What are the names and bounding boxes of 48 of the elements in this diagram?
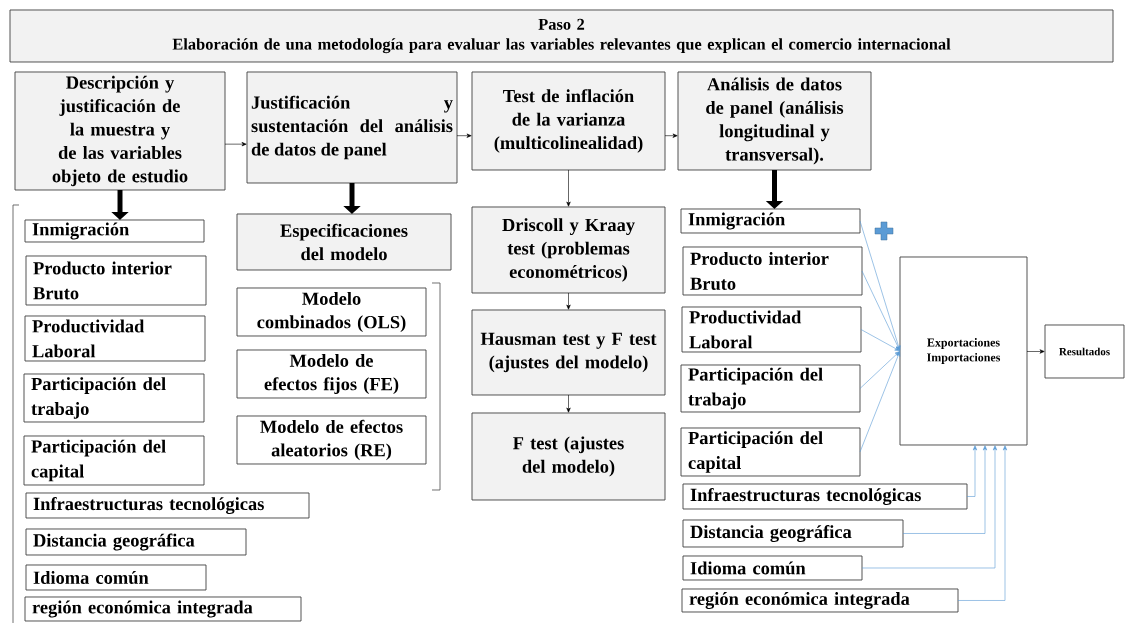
variable-box: Inmigración [24,219,205,243]
variable-box: Productividad Laboral [681,306,862,353]
process-box: Test de inflación de la varianza (multicolinealidad) [471,71,666,171]
model-box: Modelo combinados (OLS) [236,287,427,337]
variable-box: Infraestructuras tecnológicas [682,483,968,510]
process-box: Driscoll y Kraay test (problemas econométricos) [471,206,666,294]
variable-box: región económica integrada [24,596,302,622]
arrow [902,445,988,534]
variable-box: Idioma común [25,564,207,591]
process-box: F test (ajustes del modelo) [471,412,666,501]
arrow [224,142,247,147]
variable-box: Producto interior Bruto [682,246,863,296]
variable-box: Participación del trabajo [680,364,861,413]
model-box: Modelo de efectos aleatorios (RE) [236,415,427,465]
variable-box: Distancia geográfica [682,519,904,548]
arrow [566,394,571,413]
arrow [861,270,900,351]
arrow [456,133,472,138]
arrow [861,445,998,569]
variable-box: región económica integrada [681,588,959,613]
variable-box: Infraestructuras tecnológicas [25,492,310,519]
title-band: Paso 2 Elaboración de una metodología para evaluar las variables relevantes que explican el comercio internacional [9,9,1114,63]
variable-box: Distancia geográfica [25,528,247,556]
process-box: Descripción y justificación de la muestra y de las variables objeto de estudio [14,71,226,191]
result-box: Resultados [1044,324,1125,379]
variable-box: Idioma común [682,555,863,581]
variable-box: Participación del capital [23,435,205,486]
variable-box: Productividad Laboral [24,315,206,362]
variable-box: Participación del trabajo [23,373,205,423]
arrow [957,445,1008,601]
arrow [1026,349,1045,354]
variable-box: Producto interior Bruto [25,255,207,306]
process-box: Justificación y sustentación del análisis de datos de panel [246,71,458,184]
process-box: Hausman test y F test (ajustes del modelo) [471,309,666,396]
arrow [859,351,900,389]
arrow [664,133,678,138]
arrow [859,351,901,453]
outcome-box: Exportaciones Importaciones [899,256,1028,446]
model-box: Modelo de efectos fijos (FE) [236,349,427,399]
arrow [860,329,900,351]
variable-box: Inmigración [680,208,861,234]
process-box: Análisis de datos de panel (análisis longitudinal y transversal). [677,71,872,171]
arrow [859,220,901,351]
arrow [566,169,571,207]
variable-box: Participación del capital [680,427,861,477]
arrow [566,292,571,310]
process-box: Especificaciones del modelo [236,213,452,271]
arrow [966,445,978,497]
